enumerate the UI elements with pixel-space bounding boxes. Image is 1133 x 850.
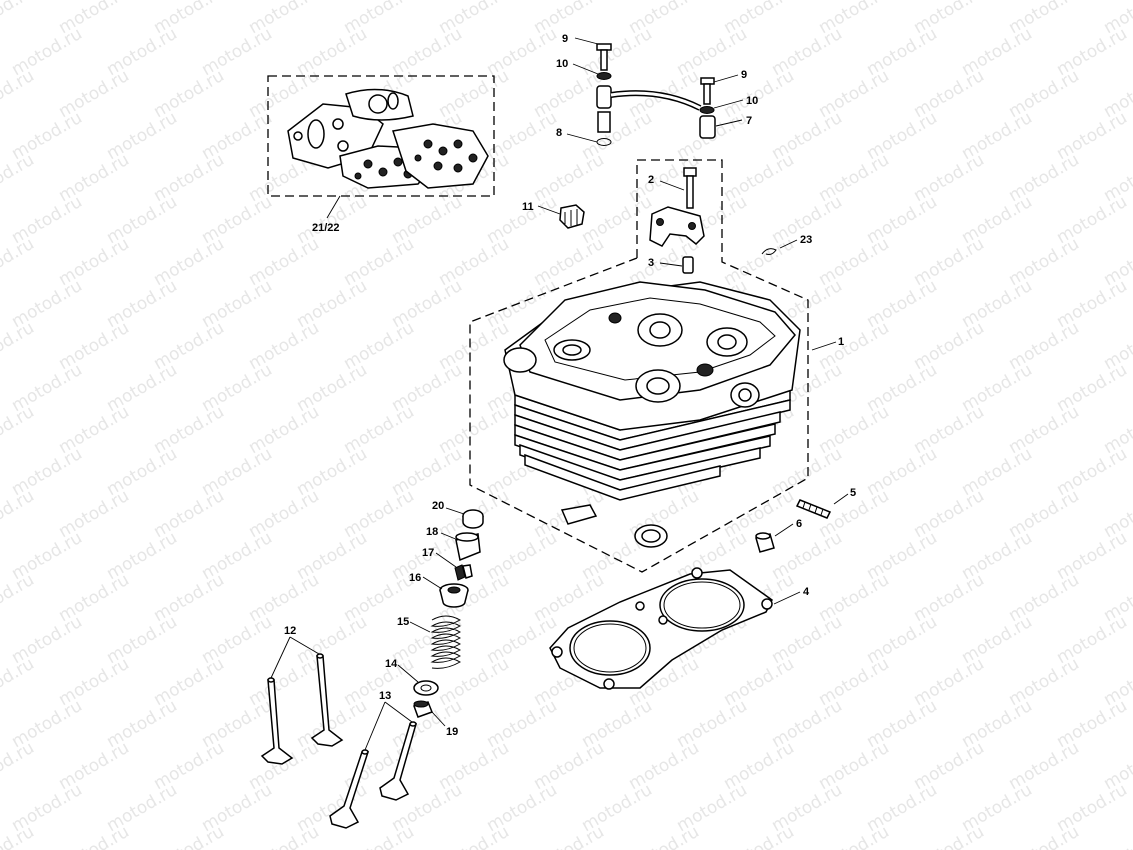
callout-9-left: 9	[562, 33, 568, 45]
callout-20: 20	[432, 500, 444, 512]
banjo-union-right	[699, 115, 716, 139]
callout-18: 18	[426, 526, 438, 538]
cam-cap-group: 2 3	[648, 167, 705, 274]
valve-13-right	[379, 723, 417, 801]
callout-8: 8	[556, 127, 562, 139]
valve-13-left	[329, 751, 370, 829]
callout-10-right: 10	[746, 95, 758, 107]
gasket-kit-frame	[267, 75, 495, 197]
callout-17: 17	[422, 547, 434, 559]
valve-seats	[560, 504, 668, 548]
banjo-bolt-head-left	[596, 43, 612, 51]
callout-11: 11	[522, 201, 534, 213]
callout-9-right: 9	[741, 69, 747, 81]
o-ring-8	[596, 138, 612, 146]
cam-cap	[649, 206, 705, 247]
callout-6: 6	[796, 518, 802, 530]
dowel-3	[682, 256, 694, 274]
bolt-2-head	[683, 167, 697, 177]
gasket-kit-group: 21/22	[267, 75, 495, 234]
callout-14: 14	[385, 658, 398, 670]
valve-spring-15	[430, 615, 462, 669]
callout-3: 3	[648, 257, 654, 269]
cooling-fins	[514, 389, 791, 501]
valve-12-right	[310, 655, 344, 747]
callout-16: 16	[409, 572, 421, 584]
callout-23: 23	[800, 234, 812, 246]
valve-train-stack: 20 18 17 16 15 14 19	[385, 500, 484, 738]
part-11-nut: 11	[522, 201, 585, 229]
callout-15: 15	[397, 616, 409, 628]
stud-5: 5	[795, 487, 856, 519]
callout-7: 7	[746, 115, 752, 127]
head-gasket-4: 4	[549, 567, 810, 690]
callout-10-left: 10	[556, 58, 568, 70]
part-23-clip: 23	[761, 234, 812, 255]
spring-seat-14	[413, 680, 439, 696]
callout-4: 4	[803, 586, 810, 598]
cylinder-head: 1	[503, 281, 844, 501]
callout-2: 2	[648, 174, 654, 186]
collet-17b	[462, 564, 473, 579]
valve-12-left	[260, 679, 294, 765]
callout-13: 13	[379, 690, 391, 702]
callout-19: 19	[446, 726, 458, 738]
callout-5: 5	[850, 487, 856, 499]
callout-1: 1	[838, 336, 844, 348]
bolt-2-shank	[686, 175, 694, 209]
gasket-kit-drawing	[287, 88, 489, 189]
callout-12: 12	[284, 625, 296, 637]
sealing-washer-left	[596, 72, 612, 80]
sealing-washer-right	[699, 106, 715, 114]
valves-13: 13	[329, 690, 417, 829]
callout-21-22: 21/22	[312, 222, 340, 234]
oil-pipe-group: 9 10 8 9 10 7	[556, 33, 758, 146]
intake-port	[503, 347, 537, 373]
banjo-bolt-shank-left	[600, 49, 608, 71]
valves-12: 12	[260, 625, 344, 765]
dowel-6: 6	[755, 518, 802, 553]
leader-21-22	[326, 195, 341, 219]
head-assembly-outline	[469, 159, 809, 573]
